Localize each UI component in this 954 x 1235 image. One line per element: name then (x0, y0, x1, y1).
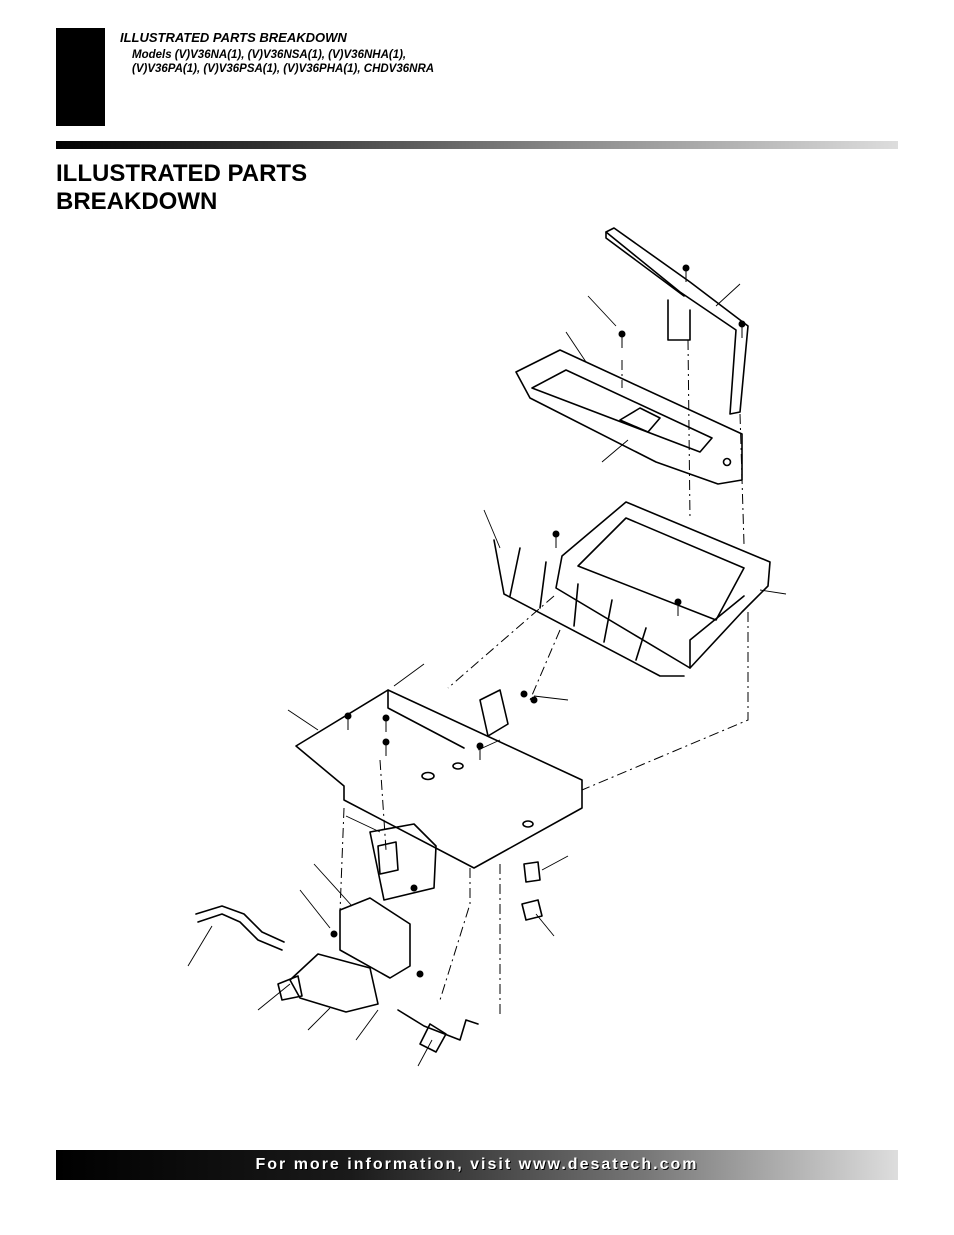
gas-valve (277, 953, 379, 1013)
footer-website-text: For more information, visit www.desatech… (255, 1156, 699, 1173)
log-grate-frame (555, 501, 771, 669)
exploded-parts-diagram (187, 227, 787, 1067)
fittings (521, 861, 543, 921)
grate-bracket (605, 227, 749, 415)
grate-tines (493, 539, 685, 677)
models-line-1: Models (V)V36NA(1), (V)V36NSA(1), (V)V36… (132, 49, 407, 61)
header-section-title: ILLUSTRATED PARTS BREAKDOWN (120, 30, 347, 45)
page-title-line-2: BREAKDOWN (56, 188, 218, 215)
burner-tray (515, 349, 743, 485)
section-tab-marker (56, 28, 105, 126)
flex-gas-line (195, 905, 285, 951)
page-title: ILLUSTRATED PARTS BREAKDOWN (56, 160, 307, 216)
header-models-list: Models (V)V36NA(1), (V)V36NSA(1), (V)V36… (132, 48, 434, 76)
header-rule-bar (56, 141, 898, 149)
page-title-line-1: ILLUSTRATED PARTS (56, 160, 308, 187)
supply-tube (397, 1009, 479, 1053)
base-panel (295, 689, 583, 869)
footer-bar: For more information, visit www.desatech… (56, 1150, 898, 1180)
models-line-2: (V)V36PA(1), (V)V36PSA(1), (V)V36PHA(1),… (132, 63, 435, 75)
valve-bracket (339, 823, 437, 979)
